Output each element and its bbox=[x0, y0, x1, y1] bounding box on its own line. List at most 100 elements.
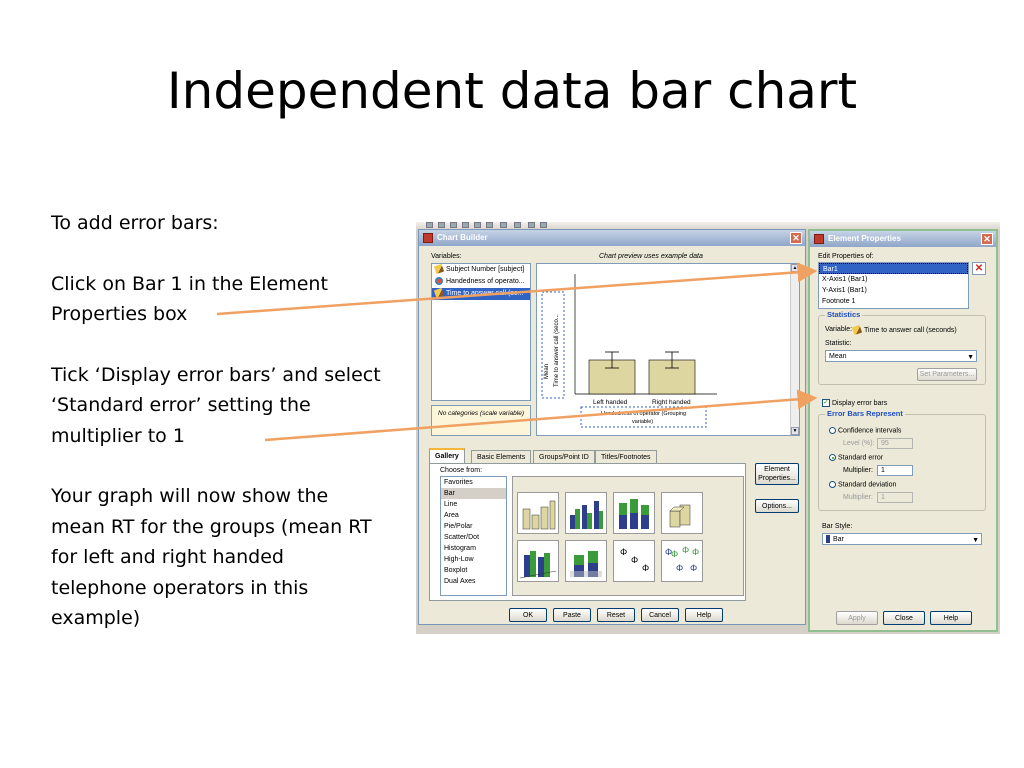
variable-item[interactable]: Time to answer call (se... bbox=[432, 288, 530, 300]
chart-type-item[interactable]: Histogram bbox=[444, 545, 476, 552]
stacked-bar-thumbnail[interactable] bbox=[613, 492, 655, 534]
bar-style-icon bbox=[826, 535, 830, 544]
ok-button[interactable]: OK bbox=[509, 608, 547, 622]
no-categories-box: No categories (scale variable) bbox=[431, 405, 531, 436]
variables-label: Variables: bbox=[431, 253, 462, 260]
gallery-panel: Choose from: Favorites Bar Line Area Pie… bbox=[429, 463, 746, 601]
display-error-bars-checkbox[interactable]: ✓Display error bars bbox=[822, 399, 888, 407]
instruction-intro: To add error bars: bbox=[51, 212, 219, 234]
3d-stacked-bar-thumbnail[interactable] bbox=[565, 540, 607, 582]
grouping-label: Handedness of operator (Grouping bbox=[601, 411, 686, 417]
x-tick-left-handed: Left handed bbox=[593, 399, 628, 406]
scroll-down-icon[interactable]: ▼ bbox=[791, 427, 799, 435]
chevron-down-icon: ▼ bbox=[967, 354, 974, 361]
chart-type-item[interactable]: Boxplot bbox=[444, 567, 468, 574]
chart-type-item[interactable]: Scatter/Dot bbox=[444, 534, 480, 541]
close-icon[interactable]: ✕ bbox=[790, 232, 802, 244]
chart-builder-window: Chart Builder ✕ Variables: Subject Numbe… bbox=[418, 229, 806, 625]
scroll-up-icon[interactable]: ▲ bbox=[791, 264, 799, 272]
cancel-button[interactable]: Cancel bbox=[641, 608, 679, 622]
3d-clustered-bar-thumbnail[interactable] bbox=[517, 540, 559, 582]
confidence-intervals-radio[interactable]: Confidence intervals bbox=[829, 427, 901, 434]
multiplier-input[interactable]: 1 bbox=[877, 465, 913, 476]
toolbar-icon bbox=[514, 222, 521, 228]
element-item-bar1[interactable]: Bar1 bbox=[819, 263, 968, 274]
radio-selected-icon[interactable] bbox=[829, 454, 836, 461]
statistic-label: Statistic: bbox=[825, 340, 852, 347]
variable-item[interactable]: Handedness of operato... bbox=[432, 276, 530, 288]
apply-button[interactable]: Apply bbox=[836, 611, 878, 625]
toolbar-icon bbox=[500, 222, 507, 228]
statistic-select[interactable]: Mean▼ bbox=[825, 350, 977, 362]
spss-screenshot: Chart Builder ✕ Variables: Subject Numbe… bbox=[416, 222, 1000, 634]
multiplier2-input[interactable]: 1 bbox=[877, 492, 913, 503]
paste-button[interactable]: Paste bbox=[553, 608, 591, 622]
set-parameters-button[interactable]: Set Parameters... bbox=[917, 368, 977, 381]
chart-type-list[interactable]: Favorites Bar Line Area Pie/Polar Scatte… bbox=[440, 476, 507, 596]
chart-type-item[interactable]: High-Low bbox=[444, 556, 474, 563]
tab-groups-point-id[interactable]: Groups/Point ID bbox=[533, 450, 595, 464]
svg-text:Φ: Φ bbox=[682, 545, 689, 555]
toolbar-strip bbox=[416, 222, 1000, 230]
bar-style-label: Bar Style: bbox=[822, 523, 853, 530]
toolbar-icon bbox=[474, 222, 481, 228]
toolbar-icon bbox=[528, 222, 535, 228]
error-bars-group: Error Bars Represent Confidence interval… bbox=[818, 409, 986, 511]
standard-error-radio[interactable]: Standard error bbox=[829, 454, 883, 461]
close-icon[interactable]: ✕ bbox=[981, 233, 993, 245]
clustered-bar-thumbnail[interactable] bbox=[565, 492, 607, 534]
chart-type-item[interactable]: Pie/Polar bbox=[444, 523, 473, 530]
element-item-footnote[interactable]: Footnote 1 bbox=[822, 298, 856, 305]
chart-type-item[interactable]: Line bbox=[444, 501, 458, 508]
3d-bar-thumbnail[interactable] bbox=[661, 492, 703, 534]
instructions: To add error bars: Click on Bar 1 in the… bbox=[51, 208, 381, 664]
simple-bar-thumbnail[interactable] bbox=[517, 492, 559, 534]
preview-scrollbar[interactable]: ▲ ▼ bbox=[790, 264, 799, 435]
chart-type-item[interactable]: Favorites bbox=[444, 479, 473, 486]
variable-value: Time to answer call (seconds) bbox=[851, 324, 957, 336]
help-button[interactable]: Help bbox=[930, 611, 972, 625]
chart-builder-titlebar: Chart Builder ✕ bbox=[419, 230, 805, 246]
toolbar-icon bbox=[486, 222, 493, 228]
checkbox-checked-icon[interactable]: ✓ bbox=[822, 399, 830, 407]
tab-gallery[interactable]: Gallery bbox=[429, 448, 465, 464]
scale-variable-icon bbox=[851, 324, 863, 336]
close-button[interactable]: Close bbox=[883, 611, 925, 625]
chart-type-item[interactable]: Dual Axes bbox=[444, 578, 476, 585]
radio-icon[interactable] bbox=[829, 481, 836, 488]
variables-list[interactable]: Subject Number [subject] Handedness of o… bbox=[431, 263, 531, 401]
delete-element-icon[interactable]: ✕ bbox=[972, 262, 986, 275]
element-list[interactable]: Bar1 X-Axis1 (Bar1) Y-Axis1 (Bar1) Footn… bbox=[818, 262, 969, 309]
instruction-step-2: Tick ‘Display error bars’ and select ‘St… bbox=[51, 363, 381, 447]
bar-style-select[interactable]: Bar▼ bbox=[822, 533, 982, 545]
toolbar-icon bbox=[462, 222, 469, 228]
toolbar-icon bbox=[540, 222, 547, 228]
element-properties-window: Element Properties ✕ Edit Properties of:… bbox=[808, 229, 998, 632]
tab-basic-elements[interactable]: Basic Elements bbox=[471, 450, 532, 464]
statistics-title: Statistics bbox=[825, 310, 863, 319]
chart-type-item[interactable]: Area bbox=[444, 512, 459, 519]
standard-deviation-radio[interactable]: Standard deviation bbox=[829, 481, 896, 488]
reset-button[interactable]: Reset bbox=[597, 608, 635, 622]
chart-builder-title: Chart Builder bbox=[437, 233, 488, 242]
toolbar-icon bbox=[450, 222, 457, 228]
chart-preview[interactable]: Mean Time to answer call (seco... Left h… bbox=[536, 263, 800, 436]
tab-titles-footnotes[interactable]: Titles/Footnotes bbox=[595, 450, 657, 464]
preview-chart-svg: Mean Time to answer call (seco... Left h… bbox=[541, 274, 717, 428]
radio-icon[interactable] bbox=[829, 427, 836, 434]
chart-type-item-selected[interactable]: Bar bbox=[441, 488, 506, 499]
svg-text:Φ: Φ bbox=[690, 563, 697, 573]
y-axis-label: Time to answer call (seco... bbox=[554, 314, 560, 387]
help-button[interactable]: Help bbox=[685, 608, 723, 622]
element-item-x-axis[interactable]: X-Axis1 (Bar1) bbox=[822, 276, 868, 283]
instruction-step-1: Click on Bar 1 in the Element Properties… bbox=[51, 272, 328, 326]
options-button[interactable]: Options... bbox=[755, 499, 799, 513]
error-bar-left bbox=[605, 351, 619, 369]
svg-text:Φ: Φ bbox=[692, 547, 699, 557]
variable-item[interactable]: Subject Number [subject] bbox=[432, 264, 530, 276]
element-item-y-axis[interactable]: Y-Axis1 (Bar1) bbox=[822, 287, 867, 294]
element-properties-button[interactable]: Element Properties... bbox=[755, 463, 799, 485]
level-input[interactable]: 95 bbox=[877, 438, 913, 449]
